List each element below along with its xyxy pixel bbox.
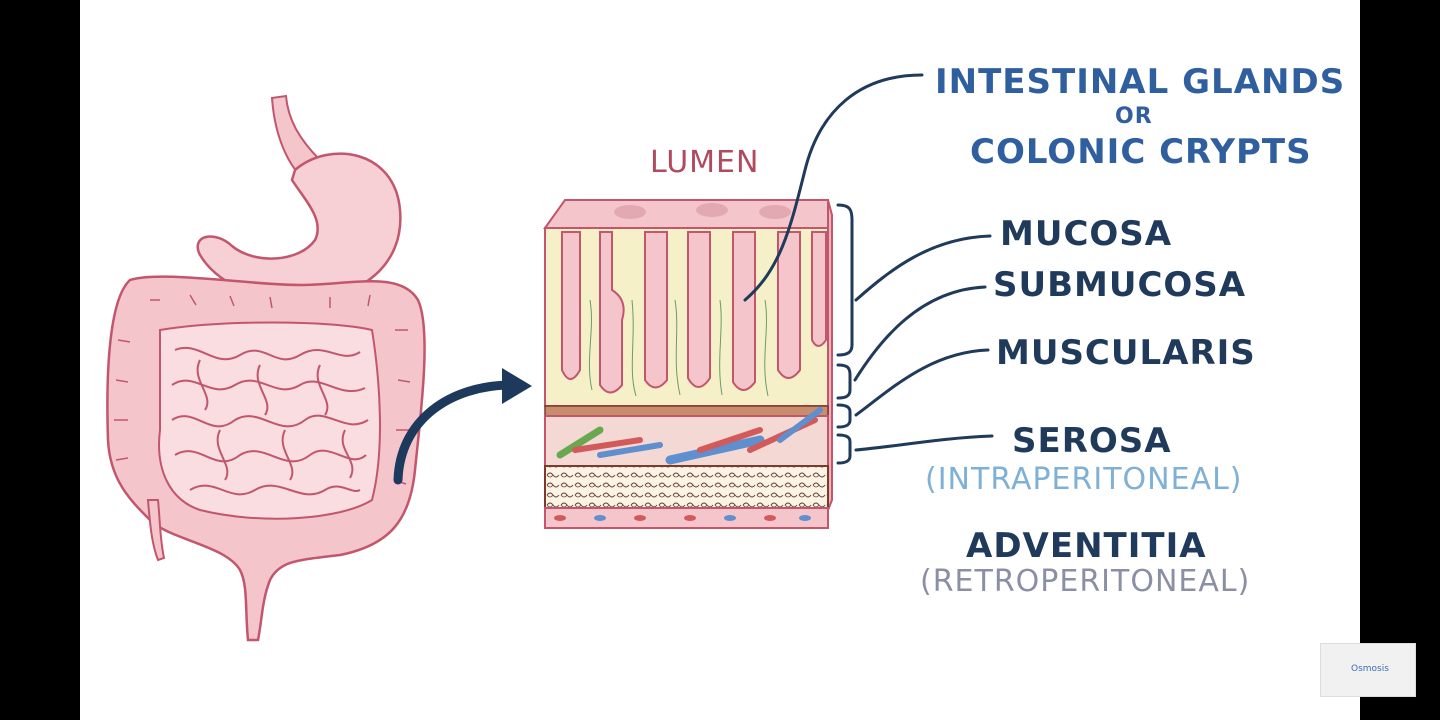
leader-lines	[743, 73, 994, 452]
serosa-cells	[554, 515, 811, 521]
small-intestine-loops	[171, 347, 369, 496]
bracket-serosa	[836, 433, 852, 465]
bracket-muscularis	[836, 403, 852, 429]
mucosa-label: MUCOSA	[1000, 214, 1173, 254]
leader-glands	[743, 73, 924, 302]
intestinal-wall-block	[543, 199, 833, 529]
muscularis-layer	[544, 465, 829, 509]
intraperitoneal-label: (INTRAPERITONEAL)	[925, 462, 1243, 497]
mucosa-fibers	[588, 299, 769, 397]
or-label: OR	[1115, 104, 1153, 129]
submucosa-label: SUBMUCOSA	[993, 265, 1247, 305]
submucosa-vessels	[556, 407, 823, 465]
lumen-label: LUMEN	[650, 145, 760, 180]
leader-mucosa	[854, 234, 992, 302]
leader-serosa	[854, 434, 994, 452]
small-intestine	[158, 321, 381, 520]
layer-brackets	[836, 203, 854, 465]
bracket-mucosa	[836, 203, 854, 357]
stomach	[196, 152, 402, 302]
bracket-submucosa	[836, 363, 852, 400]
digestive-tract-illustration	[106, 94, 426, 642]
arrow-to-wall	[393, 368, 532, 485]
osmosis-logo-text: Osmosis	[1351, 664, 1389, 674]
colonic-crypts-label: COLONIC CRYPTS	[970, 132, 1312, 172]
colon-haustra	[114, 294, 411, 485]
serosa-label: SEROSA	[1012, 421, 1172, 461]
osmosis-logo: Osmosis	[1320, 643, 1416, 697]
retroperitoneal-label: (RETROPERITONEAL)	[920, 564, 1251, 599]
leader-muscularis	[854, 348, 990, 417]
adventitia-label: ADVENTITIA	[966, 526, 1207, 566]
leader-submucosa	[853, 285, 987, 382]
crypts	[561, 231, 827, 394]
intestinal-glands-label: INTESTINAL GLANDS	[935, 62, 1346, 102]
muscularis-label: MUSCULARIS	[996, 333, 1256, 373]
appendix	[146, 499, 166, 562]
